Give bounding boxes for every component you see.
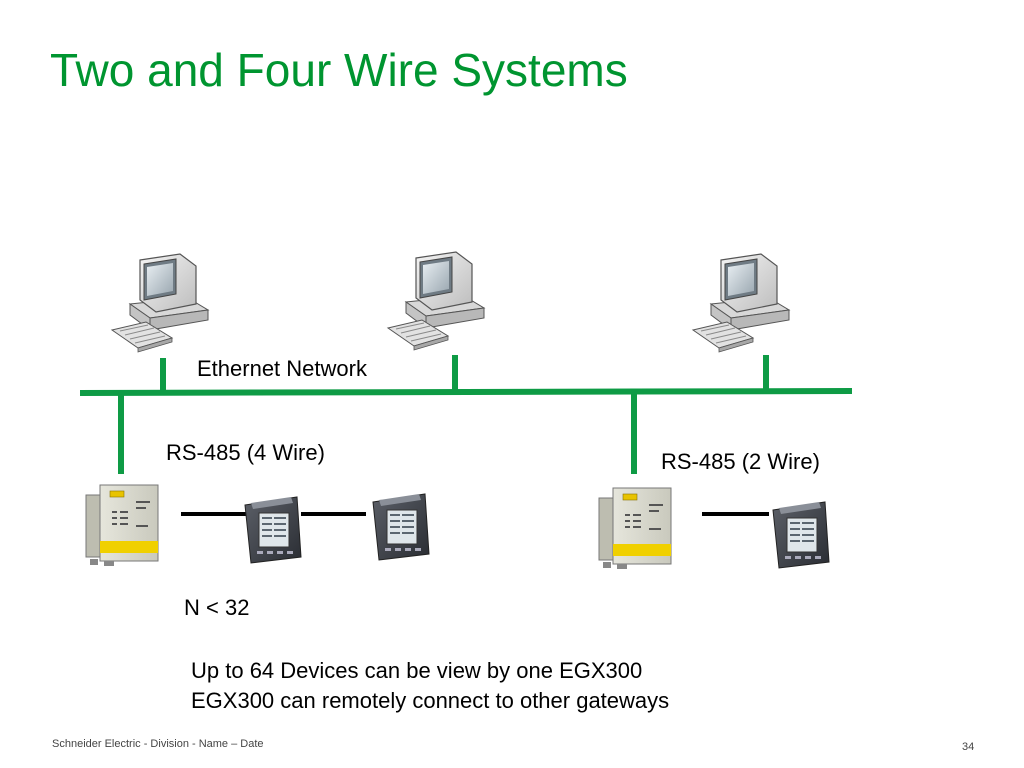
computer-icon-3 (692, 253, 790, 353)
power-meter-icon-3 (772, 501, 830, 569)
computer-icon-2 (387, 251, 485, 351)
power-meter-icon-2 (372, 493, 430, 561)
computer-icon-1 (111, 253, 209, 353)
gateway-icon-2wire (598, 487, 672, 570)
device-limit-label: N < 32 (184, 595, 250, 620)
slide-footer: Schneider Electric - Division - Name – D… (52, 738, 264, 750)
rs485-2wire-label: RS-485 (2 Wire) (661, 449, 820, 474)
page-number: 34 (962, 741, 975, 753)
ethernet-network-label: Ethernet Network (197, 356, 367, 381)
notes: Up to 64 Devices can be view by one EGX3… (191, 656, 669, 716)
note-line-2: EGX300 can remotely connect to other gat… (191, 688, 670, 713)
note-line-1: Up to 64 Devices can be view by one EGX3… (191, 658, 643, 683)
ethernet-backbone (79, 355, 853, 474)
rs485-4wire-label: RS-485 (4 Wire) (166, 440, 325, 465)
power-meter-icon-1 (244, 496, 302, 564)
slide-title: Two and Four Wire Systems (50, 44, 628, 96)
gateway-icon-4wire (85, 484, 159, 567)
